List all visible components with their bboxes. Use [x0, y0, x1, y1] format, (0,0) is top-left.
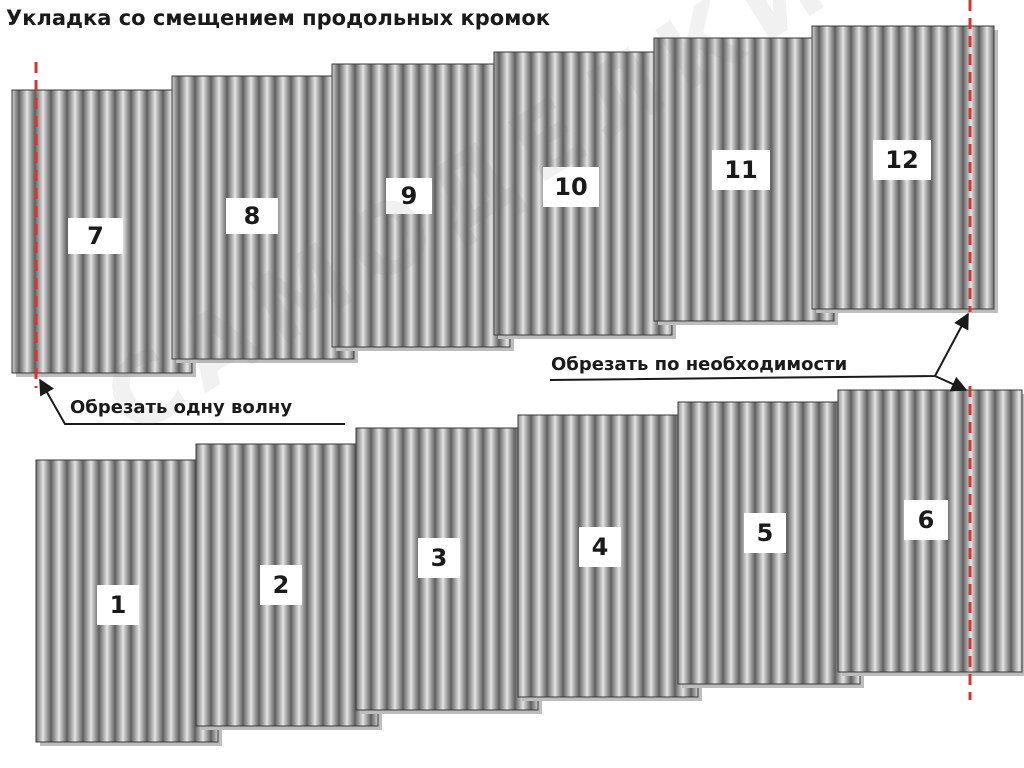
sheet-label-box — [226, 198, 278, 234]
sheet-label-box — [579, 527, 621, 567]
sheet-number: 11 — [724, 156, 757, 184]
sheet-label-box — [386, 178, 432, 214]
sheet-body — [195, 443, 379, 727]
top-row-sheets: 7 8 9 10 11 12 — [11, 25, 998, 377]
sheet-7: 7 — [11, 89, 196, 377]
sheet-4: 4 — [517, 414, 702, 701]
sheet-10: 10 — [493, 51, 676, 339]
sheet-number: 5 — [757, 519, 774, 547]
sheet-9: 9 — [331, 63, 514, 351]
sheet-number: 2 — [273, 571, 290, 599]
sheet-number: 4 — [592, 533, 609, 561]
sheet-6: 6 — [837, 389, 1024, 676]
sheet-number: 6 — [918, 506, 935, 534]
sheet-label-box — [260, 565, 302, 605]
arrow-cut-as-needed-down — [934, 375, 968, 392]
sheet-8: 8 — [171, 75, 358, 363]
sheet-3: 3 — [355, 427, 542, 714]
sheet-2: 2 — [195, 443, 382, 730]
sheet-label-box — [418, 538, 460, 578]
sheet-number: 3 — [431, 544, 448, 572]
sheet-number: 12 — [885, 146, 918, 174]
sheet-number: 9 — [401, 182, 418, 210]
sheet-label-box — [97, 585, 139, 625]
sheet-label-box — [873, 140, 931, 180]
sheet-number: 10 — [554, 173, 587, 201]
sheet-label-box — [712, 150, 770, 190]
sheet-label-box — [68, 218, 123, 254]
sheet-label-box — [904, 500, 948, 540]
bottom-row-sheets: 1 2 3 4 5 6 — [35, 389, 1024, 746]
sheet-label-box — [744, 513, 786, 553]
sheet-label-box — [543, 167, 599, 207]
sheet-11: 11 — [653, 37, 838, 325]
sheet-5: 5 — [677, 401, 864, 688]
sheet-number: 1 — [110, 591, 127, 619]
arrow-cut-one-wave — [39, 378, 345, 425]
sheet-1: 1 — [35, 459, 222, 746]
sheet-number: 7 — [87, 222, 104, 250]
callout-cut-as-needed: Обрезать по необходимости — [551, 354, 848, 375]
callout-cut-one-wave: Обрезать одну волну — [70, 397, 293, 418]
sheet-number: 8 — [244, 202, 261, 230]
diagram-title: Укладка со смещением продольных кромок — [6, 6, 551, 30]
sheet-12: 12 — [811, 25, 998, 313]
